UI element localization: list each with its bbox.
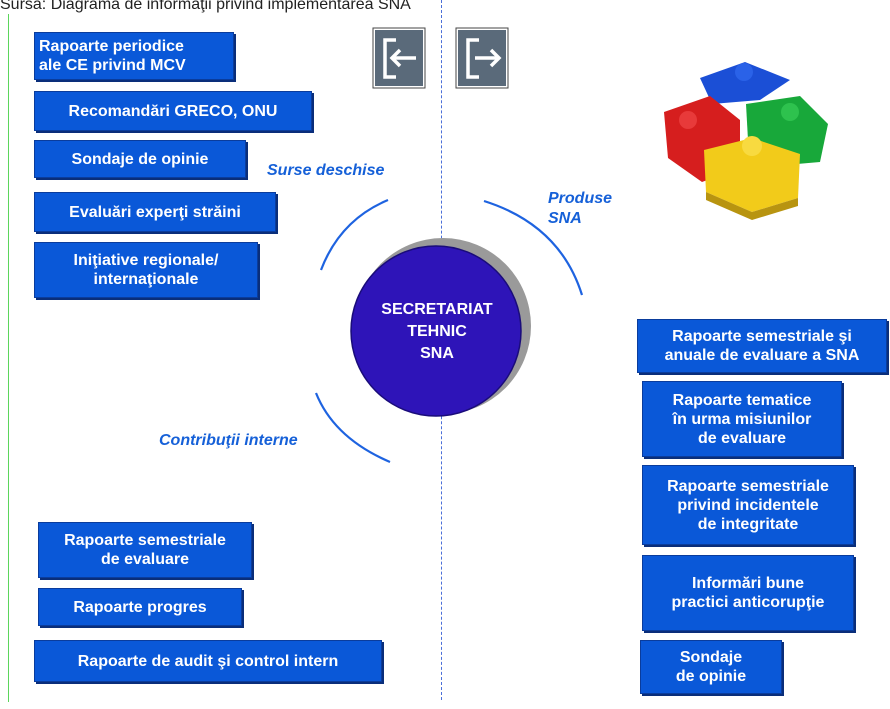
arc-bottom-left (314, 392, 391, 464)
top-text: Sursa: Diagrama de informaţii privind im… (0, 0, 411, 13)
box-opinion-polls-right: Sondaje de opinie (640, 640, 782, 694)
arc-top-left (319, 198, 389, 271)
box-regional-initiatives: Iniţiative regionale/ internaţionale (34, 242, 258, 298)
box-greco-recommendations: Recomandări GRECO, ONU (34, 91, 312, 131)
center-label: SECRETARIAT TEHNIC SNA (381, 301, 493, 362)
arc-top-right (483, 199, 584, 296)
logout-icon (455, 27, 509, 89)
left-border-line (8, 14, 9, 702)
box-good-practices: Informări bune practici anticorupţie (642, 555, 854, 631)
box-thematic-reports: Rapoarte tematice în urma misiunilor de … (642, 381, 842, 457)
box-foreign-experts: Evaluări experţi străini (34, 192, 276, 232)
label-sna-products: Produse SNA (548, 190, 613, 227)
box-audit-reports: Rapoarte de audit şi control intern (34, 640, 382, 682)
box-integrity-incidents: Rapoarte semestriale privind incidentele… (642, 465, 854, 545)
center-circle (350, 245, 522, 417)
box-sna-evaluation-reports: Rapoarte semestriale şi anuale de evalua… (637, 319, 887, 373)
label-internal-contributions: Contribuţii interne (159, 432, 298, 449)
box-periodic-reports: Rapoarte periodice ale CE privind MCV (34, 32, 234, 80)
box-progress-reports: Rapoarte progres (38, 588, 242, 626)
box-semester-reports: Rapoarte semestriale de evaluare (38, 522, 252, 578)
box-opinion-polls: Sondaje de opinie (34, 140, 246, 178)
login-icon (372, 27, 426, 89)
label-open-sources: Surse deschise (267, 162, 385, 179)
puzzle-icon (664, 62, 828, 220)
